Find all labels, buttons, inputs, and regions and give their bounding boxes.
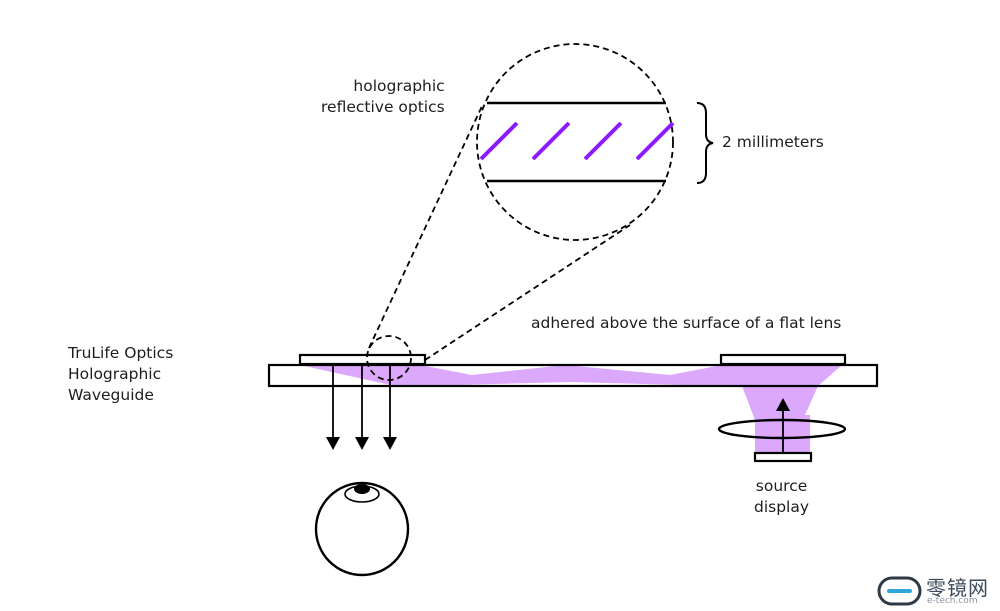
holographic-gratings (479, 121, 675, 161)
watermark-url: e-tech.com (927, 596, 978, 606)
source-arrow-head (776, 398, 790, 411)
arrow-head (326, 437, 340, 450)
watermark-logo-icon (877, 576, 922, 606)
thickness-brace (696, 102, 714, 184)
holographic-optics-label: holographic reflective optics (321, 77, 445, 116)
thickness-label: 2 millimeters (722, 133, 824, 151)
zoom-source-circle (366, 335, 412, 381)
arrow-head (383, 437, 397, 450)
light-path-zigzag (420, 365, 722, 386)
zoom-line-left (368, 103, 484, 349)
incoupler-hologram (719, 353, 847, 366)
waveguide-plate (267, 363, 879, 388)
adhered-label: adhered above the surface of a flat lens (531, 314, 842, 332)
zoom-detail-circle (476, 43, 674, 241)
watermark-text: 零镜网 (926, 576, 989, 600)
source-display (753, 451, 813, 463)
zoom-line-right (424, 224, 631, 361)
output-arrows (332, 365, 391, 440)
source-display-label: source display (754, 477, 810, 516)
outcoupler-hologram (298, 353, 427, 366)
waveguide-label: TruLife Optics Holographic Waveguide (68, 344, 174, 404)
arrow-head (355, 437, 369, 450)
eye-icon (314, 481, 410, 577)
eye-pupil (354, 484, 370, 494)
lens-icon (717, 418, 847, 440)
